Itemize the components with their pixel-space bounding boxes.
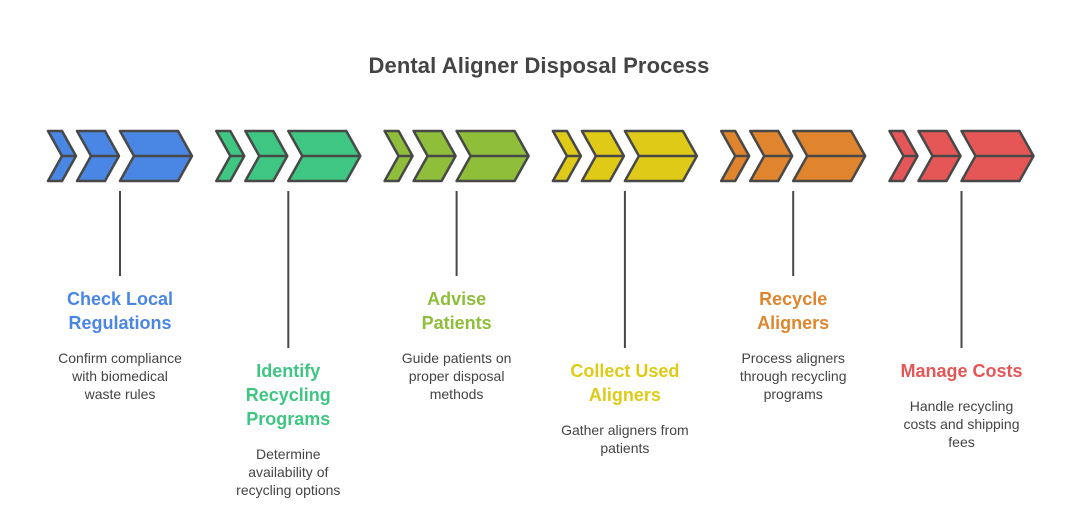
step-description: Guide patients on proper disposal methods <box>373 349 541 403</box>
step-title-line: Patients <box>421 313 492 333</box>
step-title-line: Recycle <box>759 289 828 309</box>
step-title-line: Check Local <box>66 289 174 309</box>
step-title: Manage Costs <box>878 359 1046 383</box>
diagram-title: Dental Aligner Disposal Process <box>368 53 710 78</box>
step-description: Confirm compliance with biomedical waste r… <box>36 349 204 403</box>
step-description-line: Gather aligners from <box>561 422 689 438</box>
step-title-line: Programs <box>246 409 331 429</box>
step-description-line: methods <box>429 386 484 402</box>
step-title-line: Collect Used <box>570 361 680 381</box>
step-description-line: costs and shipping <box>903 416 1020 432</box>
step-description: Process aligners through recycling program… <box>709 349 877 403</box>
step-description-line: through recycling <box>739 368 847 384</box>
step-description-line: availability of <box>248 464 329 480</box>
step-description-line: recycling options <box>236 482 341 498</box>
step-title-line: Manage Costs <box>900 361 1023 381</box>
step-description: Determine availability of recycling option… <box>204 445 372 499</box>
step-description-line: patients <box>600 440 650 456</box>
step-title-line: Aligners <box>588 385 661 405</box>
step-description-line: Confirm compliance <box>58 350 182 366</box>
step-title-line: Identify <box>256 361 321 381</box>
step-description-line: with biomedical <box>72 368 168 384</box>
step-description-line: Determine <box>256 446 321 462</box>
step-description-line: programs <box>763 386 823 402</box>
step-title-line: Advise <box>427 289 487 309</box>
step-description: Handle recycling costs and shipping fees <box>878 397 1046 451</box>
step-description-line: proper disposal <box>408 368 505 384</box>
step-description-line: Guide patients on <box>401 350 512 366</box>
step-description-line: Handle recycling <box>909 398 1014 414</box>
step-description-line: Process aligners <box>741 350 845 366</box>
step-description-line: fees <box>948 434 975 450</box>
step-title-line: Recycling <box>245 385 331 405</box>
step-description: Gather aligners from patients <box>541 421 709 457</box>
step-title-line: Aligners <box>757 313 830 333</box>
step-description-line: waste rules <box>84 386 156 402</box>
step-title-line: Regulations <box>68 313 172 333</box>
